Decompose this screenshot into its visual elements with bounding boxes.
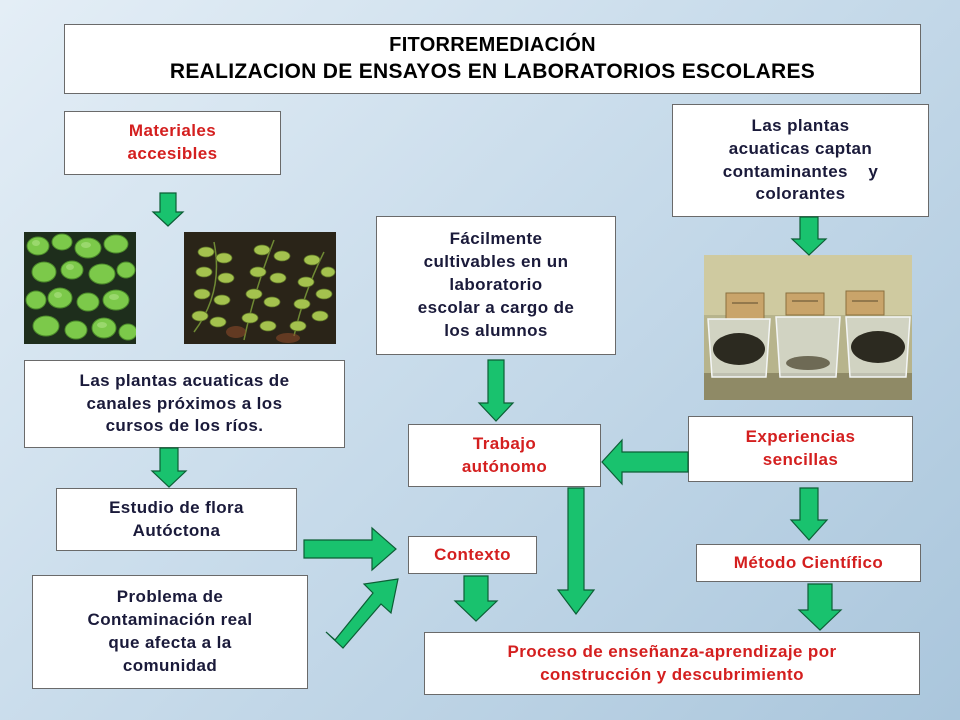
node-estudio-line-1: Estudio de flora — [109, 497, 244, 517]
node-cultivables-line-2: cultivables en un — [423, 252, 569, 272]
arrow-materiales-down — [151, 192, 185, 227]
node-canales-line-3: cursos de los ríos. — [105, 416, 264, 436]
node-proceso-ensenanza: Proceso de enseñanza-aprendizaje por con… — [424, 632, 920, 695]
node-plantas-captan: Las plantas acuaticas captan contaminant… — [672, 104, 929, 217]
node-problema-line-2: Contaminación real — [87, 610, 253, 630]
node-cultivables-line-3: laboratorio — [449, 275, 543, 295]
node-estudio-flora: Estudio de flora Autóctona — [56, 488, 297, 551]
node-metodo-cientifico: Método Científico — [696, 544, 921, 582]
node-canales-line-1: Las plantas acuaticas de — [79, 370, 290, 390]
node-captan-line-4: colorantes — [755, 184, 846, 204]
node-plantas-canales: Las plantas acuaticas de canales próximo… — [24, 360, 345, 448]
photo-lab-containers — [704, 255, 912, 400]
node-experiencias-line-1: Experiencias — [745, 427, 856, 447]
node-materiales-line-2: accesibles — [127, 144, 218, 163]
node-cultivables-line-1: Fácilmente — [449, 229, 543, 249]
node-problema-contaminacion: Problema de Contaminación real que afect… — [32, 575, 308, 689]
node-trabajo-line-1: Trabajo — [472, 433, 537, 453]
node-problema-line-1: Problema de — [116, 587, 224, 607]
node-materiales-line-1: Materiales — [128, 121, 217, 141]
title-box: FITORREMEDIACIÓN REALIZACION DE ENSAYOS … — [64, 24, 921, 94]
node-captan-line-3: contaminantes y — [722, 161, 879, 181]
duckweed-image — [24, 232, 136, 344]
node-experiencias-line-2: sencillas — [762, 450, 839, 469]
node-materiales-accesibles: Materiales accesibles — [64, 111, 281, 175]
title-line-1: FITORREMEDIACIÓN — [389, 34, 596, 57]
arrow-estudio-right — [303, 526, 397, 572]
node-contexto-line-1: Contexto — [434, 544, 511, 564]
node-estudio-line-2: Autóctona — [132, 520, 221, 540]
arrow-cultivables-down — [477, 359, 515, 422]
node-canales-line-2: canales próximos a los — [86, 393, 283, 413]
node-problema-line-4: comunidad — [122, 655, 218, 675]
node-problema-line-3: que afecta a la — [108, 633, 232, 652]
arrow-experiencias-left — [601, 438, 689, 486]
node-metodo-line-1: Método Científico — [733, 552, 884, 572]
azolla-image — [184, 232, 336, 344]
node-trabajo-autonomo: Trabajo autónomo — [408, 424, 601, 487]
arrow-metodo-down — [797, 583, 843, 631]
node-trabajo-line-2: autónomo — [461, 456, 548, 476]
arrow-experiencias-down — [789, 487, 829, 541]
node-experiencias-sencillas: Experiencias sencillas — [688, 416, 913, 482]
node-facilmente-cultivables: Fácilmente cultivables en un laboratorio… — [376, 216, 616, 355]
node-cultivables-line-5: los alumnos — [444, 320, 548, 340]
photo-duckweed — [24, 232, 136, 344]
node-cultivables-line-4: escolar a cargo de — [417, 297, 575, 317]
node-proceso-line-1: Proceso de enseñanza-aprendizaje por — [507, 641, 837, 661]
arrow-captan-down — [790, 216, 828, 256]
node-proceso-line-2: construcción y descubrimiento — [540, 664, 804, 684]
arrow-trabajo-down — [556, 487, 596, 615]
arrow-problema-diagonal — [325, 578, 399, 649]
photo-azolla — [184, 232, 336, 344]
node-captan-line-1: Las plantas — [751, 115, 850, 135]
arrow-canales-down — [150, 447, 188, 488]
arrow-contexto-down — [453, 575, 499, 622]
lab-containers-image — [704, 255, 912, 400]
node-captan-line-2: acuaticas captan — [728, 138, 873, 158]
title-line-2: REALIZACION DE ENSAYOS EN LABORATORIOS E… — [169, 60, 816, 84]
node-contexto: Contexto — [408, 536, 537, 574]
